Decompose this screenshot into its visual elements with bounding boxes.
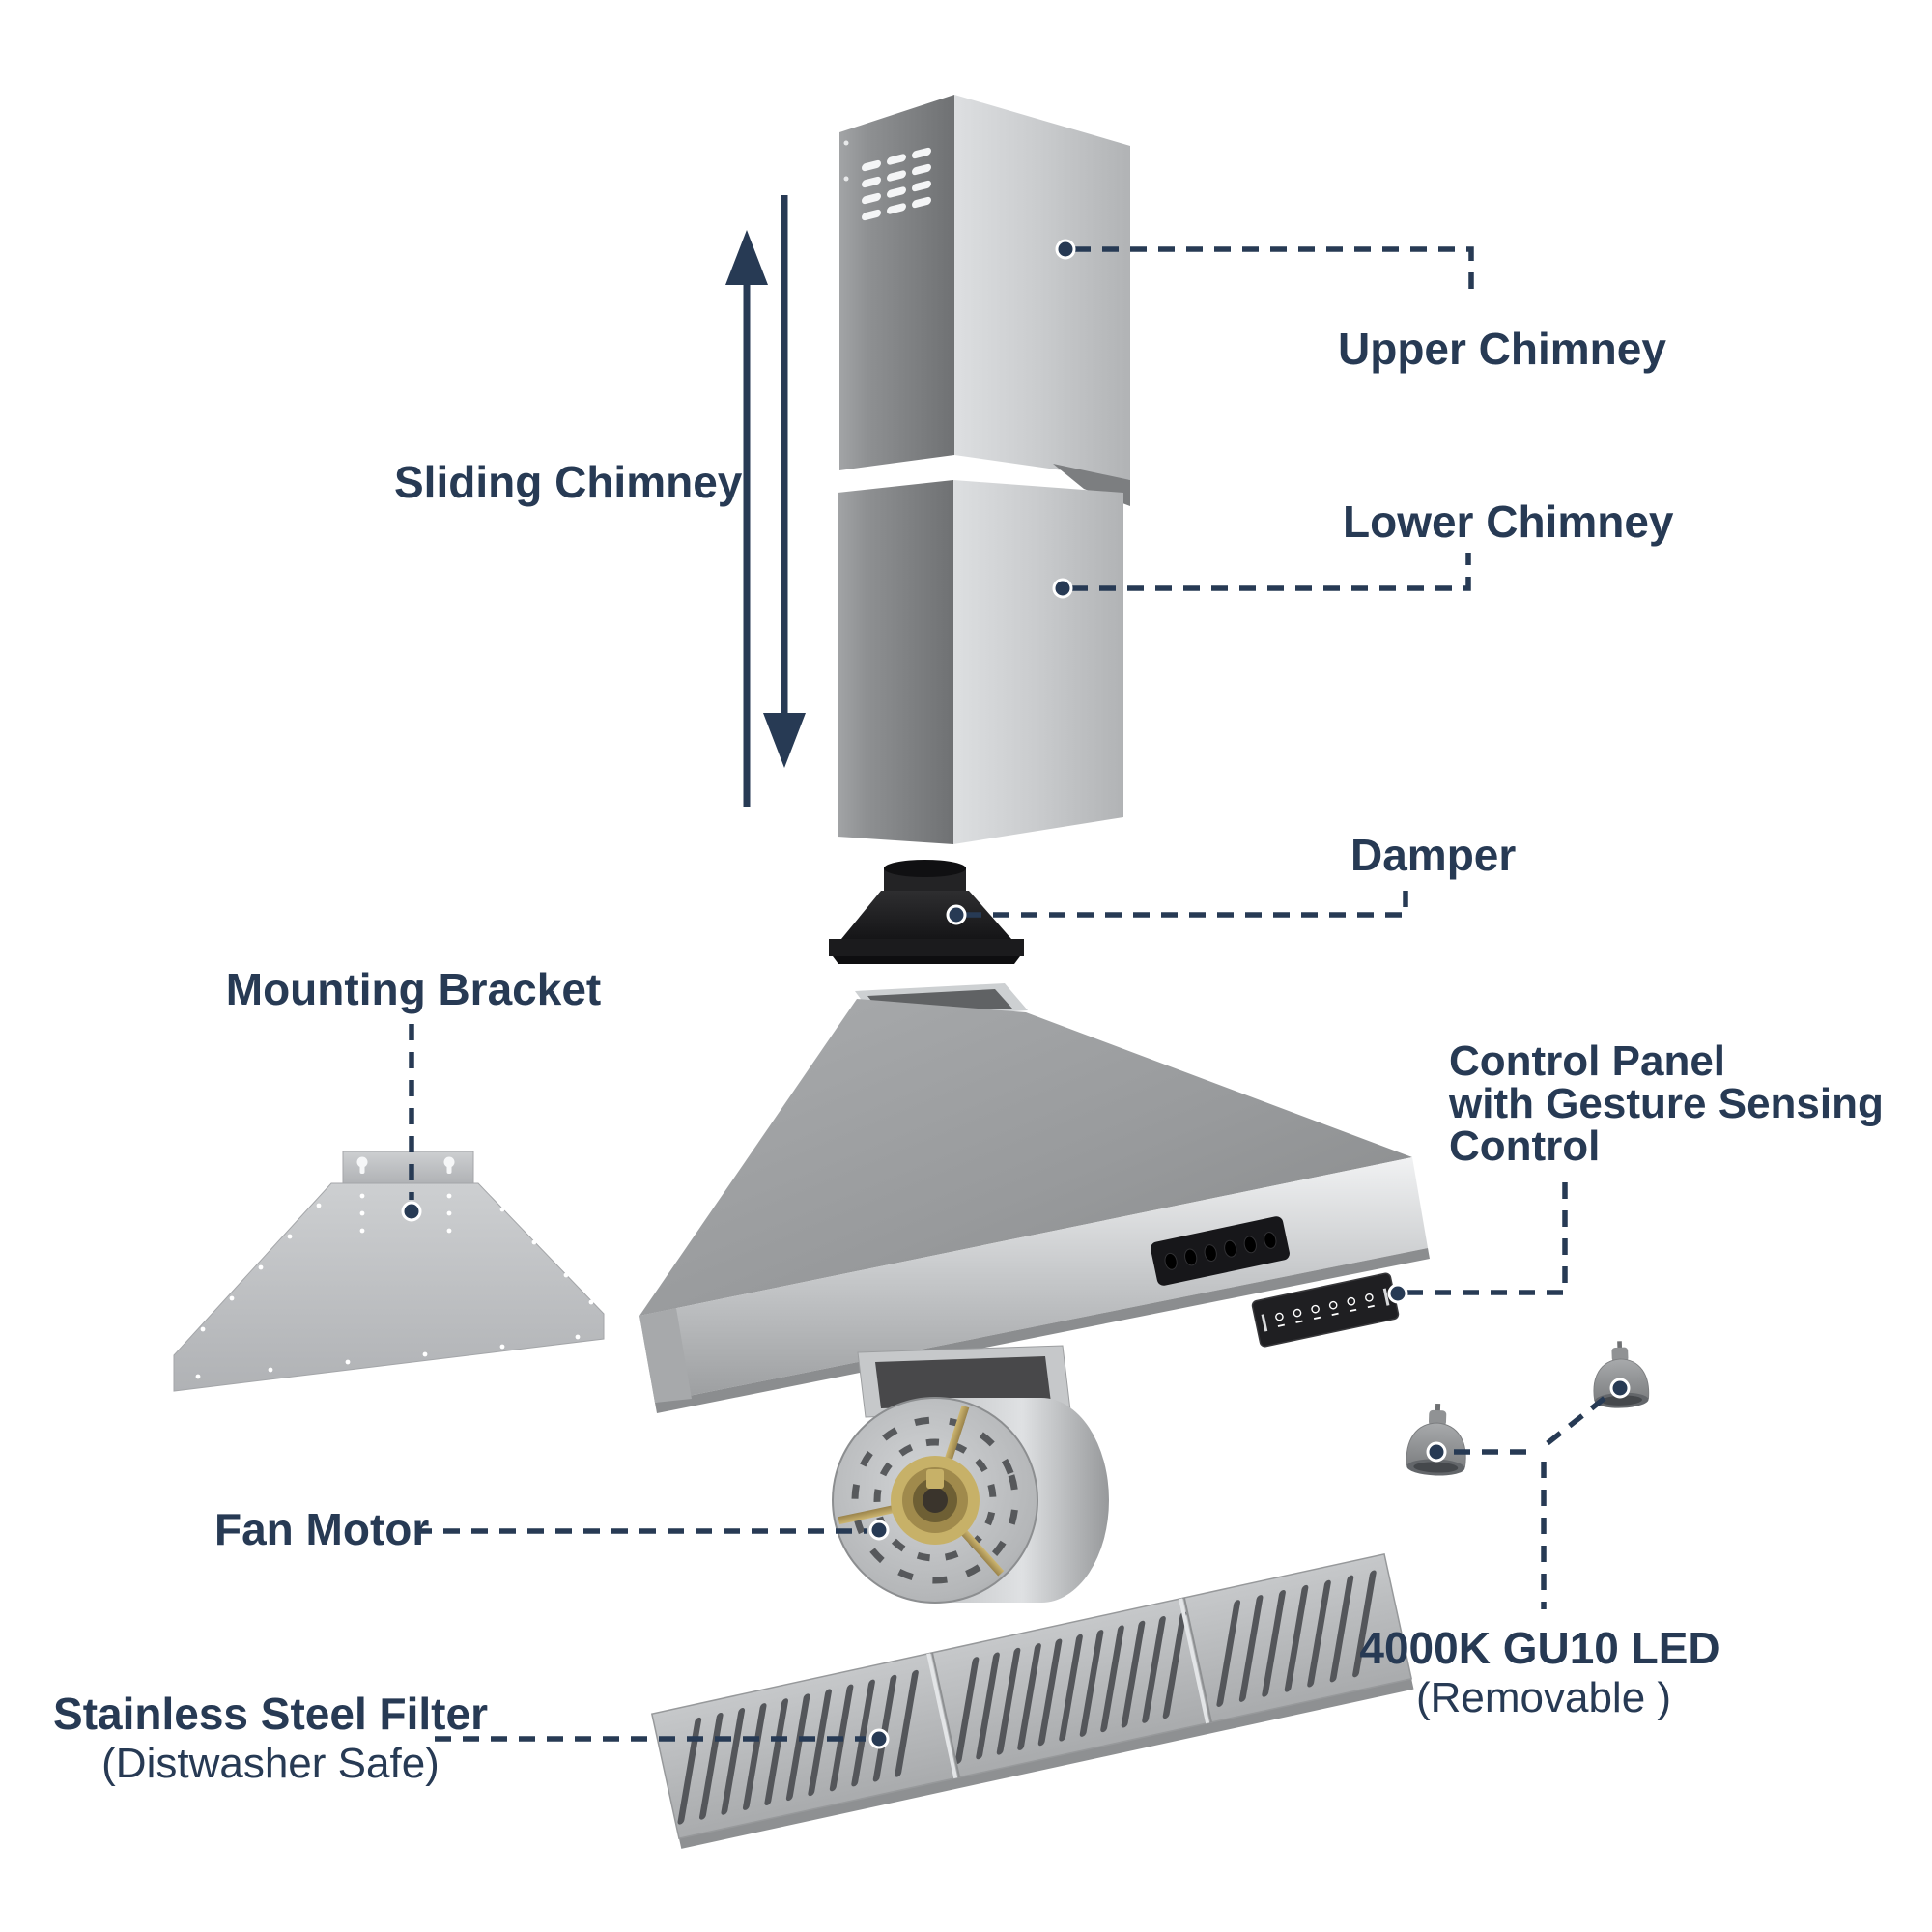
upper-chimney-part [839, 95, 1130, 506]
damper-flange [829, 939, 1024, 956]
hood-button-strip [1151, 1216, 1290, 1286]
mounting-bracket-part [173, 1151, 605, 1392]
led-leader-diagonal [1546, 1393, 1609, 1446]
hood-canopy [639, 999, 1412, 1316]
lower-chimney-leader-dot-icon [1052, 578, 1073, 599]
lower-chimney-part [838, 480, 1123, 844]
label-damper: Damper [1350, 830, 1516, 880]
motor-vent-slots [851, 1416, 1019, 1584]
bracket-plate [173, 1182, 605, 1392]
label-filter-line2: (Distwasher Safe) [101, 1740, 440, 1787]
label-sliding-chimney: Sliding Chimney [394, 457, 743, 507]
arrow-up-head-icon [725, 230, 768, 285]
label-control-panel-line2: with Gesture Sensing [1448, 1080, 1884, 1127]
label-lower-chimney: Lower Chimney [1343, 497, 1674, 547]
led-right-leader-dot-icon [1609, 1378, 1631, 1399]
upper-chimney-leader-dot-icon [1055, 239, 1076, 260]
damper-body [841, 891, 1011, 939]
hood-base-lip [655, 1248, 1430, 1413]
panel-end-tick [1382, 1288, 1390, 1306]
screw-dot [843, 176, 849, 182]
label-upper-chimney: Upper Chimney [1338, 324, 1666, 374]
lower-chimney-leader [1071, 553, 1471, 591]
lower-chimney-front-face [953, 480, 1123, 844]
upper-chimney-vents [862, 147, 931, 221]
fan-motor-part [832, 1345, 1109, 1604]
damper-flange-edge [833, 956, 1020, 964]
light-icon [1293, 1308, 1302, 1318]
power-icon [1275, 1312, 1284, 1321]
led-bulb-left [1406, 1402, 1468, 1478]
hood-body-part [639, 983, 1430, 1413]
sliding-range-arrows [725, 195, 806, 807]
upper-chimney-leader [1074, 246, 1474, 292]
control-panel-leader-dot-icon [1387, 1283, 1408, 1304]
leader-lines [401, 239, 1631, 1749]
motor-hub-shaft [926, 1469, 944, 1489]
label-fan-motor: Fan Motor [214, 1504, 429, 1554]
upper-chimney-front-face [954, 95, 1130, 480]
control-panel-leader [1406, 1173, 1568, 1295]
stainless-steel-filter-part [650, 1552, 1414, 1849]
damper-collar-top [884, 860, 966, 877]
label-control-panel-line3: Control [1449, 1122, 1600, 1170]
label-control-panel-line1: Control Panel [1449, 1037, 1725, 1085]
label-mounting-bracket: Mounting Bracket [226, 964, 601, 1014]
arrow-down-head-icon [763, 713, 806, 768]
damper-leader-dot-icon [946, 904, 967, 925]
fan-speed-1-icon [1311, 1304, 1320, 1314]
bracket-holes [195, 1193, 594, 1379]
fan-speed-2-icon [1328, 1300, 1338, 1310]
fan-motor-leader-dot-icon [868, 1520, 890, 1541]
bracket-keyholes [356, 1156, 455, 1174]
lower-chimney-left-face [838, 480, 953, 844]
screw-dot [843, 140, 849, 146]
label-led-line2: (Removable ) [1416, 1674, 1671, 1721]
damper-part [829, 860, 1024, 964]
label-filter-line1: Stainless Steel Filter [53, 1689, 488, 1739]
timer-icon [1365, 1293, 1374, 1302]
hood-base-band [639, 1157, 1428, 1403]
filter-leader-dot-icon [868, 1728, 890, 1749]
mounting-bracket-leader-dot-icon [401, 1201, 422, 1222]
label-led-line1: 4000K GU10 LED [1359, 1623, 1719, 1673]
hood-base-left-face [639, 1308, 692, 1403]
fan-speed-3-icon [1347, 1296, 1356, 1306]
panel-end-tick [1261, 1314, 1268, 1332]
led-left-leader-dot-icon [1426, 1441, 1447, 1463]
filter-thickness-edge [678, 1676, 1414, 1849]
upper-chimney-left-face [839, 95, 954, 470]
text-labels: Sliding Chimney Upper Chimney Lower Chim… [53, 324, 1884, 1787]
motor-spider-mount [838, 1405, 1005, 1577]
motor-inlet-opening [875, 1356, 1051, 1408]
damper-leader [965, 881, 1408, 918]
filter-section-seams [926, 1597, 1212, 1779]
